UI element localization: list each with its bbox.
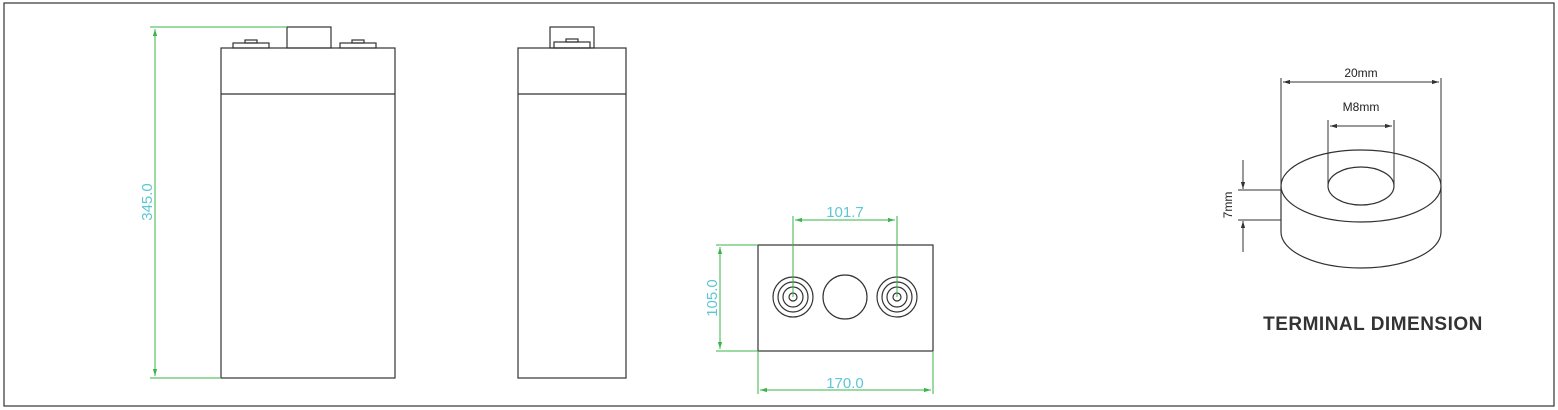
terminal-ring-side xyxy=(1280,186,1442,269)
front-view-body xyxy=(220,47,396,379)
front-height-dimension xyxy=(150,26,287,379)
front-view xyxy=(220,26,396,379)
top-view xyxy=(757,244,934,352)
depth-label: 105.0 xyxy=(704,279,721,317)
side-view xyxy=(517,26,627,379)
side-view-vent-cap xyxy=(549,26,595,49)
terminal-height-label: 7mm xyxy=(1221,192,1235,219)
front-view-terminal-left xyxy=(232,42,270,49)
top-view-body xyxy=(757,244,934,352)
terminal-height-dimension xyxy=(1238,160,1281,252)
width-label: 170.0 xyxy=(826,375,864,392)
terminal-spacing-dimension xyxy=(792,216,898,297)
front-height-label: 345.0 xyxy=(139,183,156,221)
terminal-ring-top xyxy=(1280,149,1442,223)
side-view-terminal-top xyxy=(565,38,579,43)
sheet-border xyxy=(3,2,1555,407)
side-view-body xyxy=(517,47,627,379)
terminal-dimension-caption: TERMINAL DIMENSION xyxy=(1263,314,1483,335)
terminal-outer-dimension xyxy=(1280,78,1442,186)
depth-dimension xyxy=(716,244,758,352)
terminal-thread-dimension xyxy=(1327,120,1395,186)
terminal-detail xyxy=(1280,149,1442,269)
front-view-terminal-right-top xyxy=(351,39,365,44)
side-view-terminal xyxy=(553,41,591,49)
front-view-terminal-left-top xyxy=(244,39,258,44)
width-dimension xyxy=(757,351,934,394)
top-view-vent-cap xyxy=(822,274,868,320)
terminal-spacing-label: 101.7 xyxy=(826,204,864,221)
front-view-terminal-right xyxy=(339,42,377,49)
terminal-outer-label: 20mm xyxy=(1344,66,1377,80)
terminal-thread-label: M8mm xyxy=(1343,100,1380,114)
front-view-vent-cap xyxy=(286,26,332,49)
